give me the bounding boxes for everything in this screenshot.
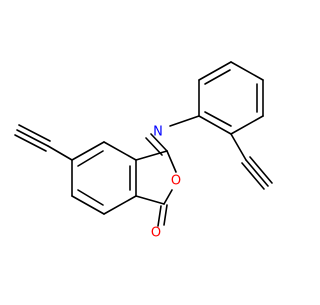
left-ethynyl-bond bbox=[14, 124, 73, 161]
lactone-ring bbox=[135, 150, 177, 205]
carbonyl-oxygen-label: O bbox=[151, 226, 161, 241]
bonds bbox=[14, 61, 273, 227]
atom-labels: N O O bbox=[151, 125, 181, 241]
phenyl-ring bbox=[198, 61, 264, 135]
imine-double-bond bbox=[145, 133, 168, 156]
carbonyl-double-bond bbox=[157, 204, 168, 227]
background bbox=[0, 0, 300, 300]
n-aryl-bond bbox=[169, 115, 200, 127]
fused-benzene-ring bbox=[71, 141, 137, 215]
right-ethynyl-bond bbox=[230, 133, 273, 190]
molecule-structure: N O O bbox=[0, 0, 300, 300]
nitrogen-label: N bbox=[153, 125, 163, 140]
structure-canvas: N O O bbox=[0, 0, 300, 300]
ring-oxygen-label: O bbox=[171, 174, 181, 189]
